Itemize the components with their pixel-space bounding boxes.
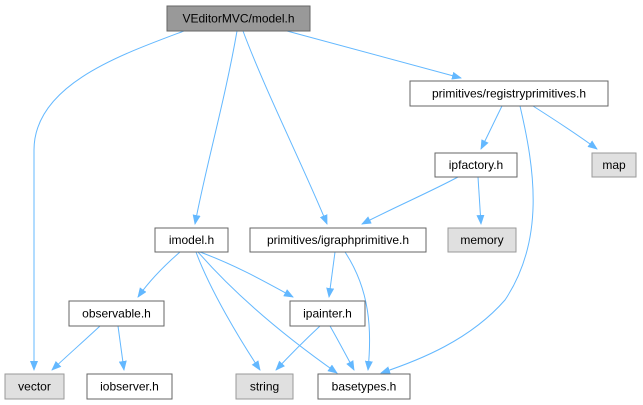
node-memory[interactable]: memory xyxy=(447,227,517,253)
edge-model-to-igraph xyxy=(242,30,328,225)
node-box-ipfactory xyxy=(434,152,518,178)
node-label-model: VEditorMVC/model.h xyxy=(182,12,294,26)
edge-model-to-imodel xyxy=(192,30,238,225)
node-box-basetypes xyxy=(317,373,411,400)
node-ipainter[interactable]: ipainter.h xyxy=(289,300,366,327)
node-imodel[interactable]: imodel.h xyxy=(154,227,229,253)
node-basetypes[interactable]: basetypes.h xyxy=(317,373,411,400)
node-label-map: map xyxy=(602,158,626,172)
edge-observable-to-iobserver xyxy=(117,325,127,371)
node-label-ipainter: ipainter.h xyxy=(303,307,352,321)
edge-registry-to-map xyxy=(532,105,598,150)
node-label-imodel: imodel.h xyxy=(169,233,214,247)
node-label-string: string xyxy=(250,380,279,394)
edge-ipfactory-to-igraph xyxy=(361,176,459,225)
node-map[interactable]: map xyxy=(591,152,637,178)
node-registry[interactable]: primitives/registryprimitives.h xyxy=(409,80,609,107)
node-label-memory: memory xyxy=(460,233,503,247)
edge-model-to-vector xyxy=(30,30,185,371)
node-label-registry: primitives/registryprimitives.h xyxy=(432,87,586,101)
edge-imodel-to-ipainter xyxy=(199,251,294,298)
edges-layer xyxy=(30,30,598,374)
node-iobserver[interactable]: iobserver.h xyxy=(86,373,173,400)
node-label-ipfactory: ipfactory.h xyxy=(449,158,503,172)
node-box-iobserver xyxy=(86,373,173,400)
edge-ipfactory-to-memory xyxy=(476,176,485,225)
node-igraph[interactable]: primitives/igraphprimitive.h xyxy=(249,227,427,253)
node-box-igraph xyxy=(249,227,427,253)
node-vector[interactable]: vector xyxy=(4,373,65,400)
node-box-registry xyxy=(409,80,609,107)
node-box-imodel xyxy=(154,227,229,253)
node-string[interactable]: string xyxy=(235,373,294,400)
node-box-observable xyxy=(68,300,165,327)
node-label-iobserver: iobserver.h xyxy=(100,380,159,394)
node-box-vector xyxy=(4,373,65,400)
node-box-map xyxy=(591,152,637,178)
node-model[interactable]: VEditorMVC/model.h xyxy=(166,5,311,32)
node-ipfactory[interactable]: ipfactory.h xyxy=(434,152,518,178)
nodes-layer: VEditorMVC/model.h primitives/registrypri… xyxy=(4,5,637,400)
edge-ipainter-to-string xyxy=(275,325,321,371)
node-label-observable: observable.h xyxy=(82,307,151,321)
node-label-igraph: primitives/igraphprimitive.h xyxy=(267,233,409,247)
edge-igraph-to-ipainter xyxy=(326,251,336,298)
edge-observable-to-vector xyxy=(51,325,101,371)
edge-registry-to-ipfactory xyxy=(480,105,503,150)
node-label-basetypes: basetypes.h xyxy=(332,380,397,394)
edge-imodel-to-string xyxy=(195,251,261,371)
node-box-memory xyxy=(447,227,517,253)
node-label-vector: vector xyxy=(18,380,51,394)
edge-ipainter-to-basetypes xyxy=(329,325,355,371)
edge-imodel-to-basetypes xyxy=(197,251,338,374)
edge-model-to-registry xyxy=(286,30,462,80)
node-box-ipainter xyxy=(289,300,366,327)
edge-igraph-to-basetypes xyxy=(344,251,373,371)
node-box-string xyxy=(235,373,294,400)
edge-imodel-to-observable xyxy=(137,251,181,298)
node-box-model xyxy=(166,5,311,32)
node-observable[interactable]: observable.h xyxy=(68,300,165,327)
edge-registry-to-basetypes xyxy=(380,105,534,374)
